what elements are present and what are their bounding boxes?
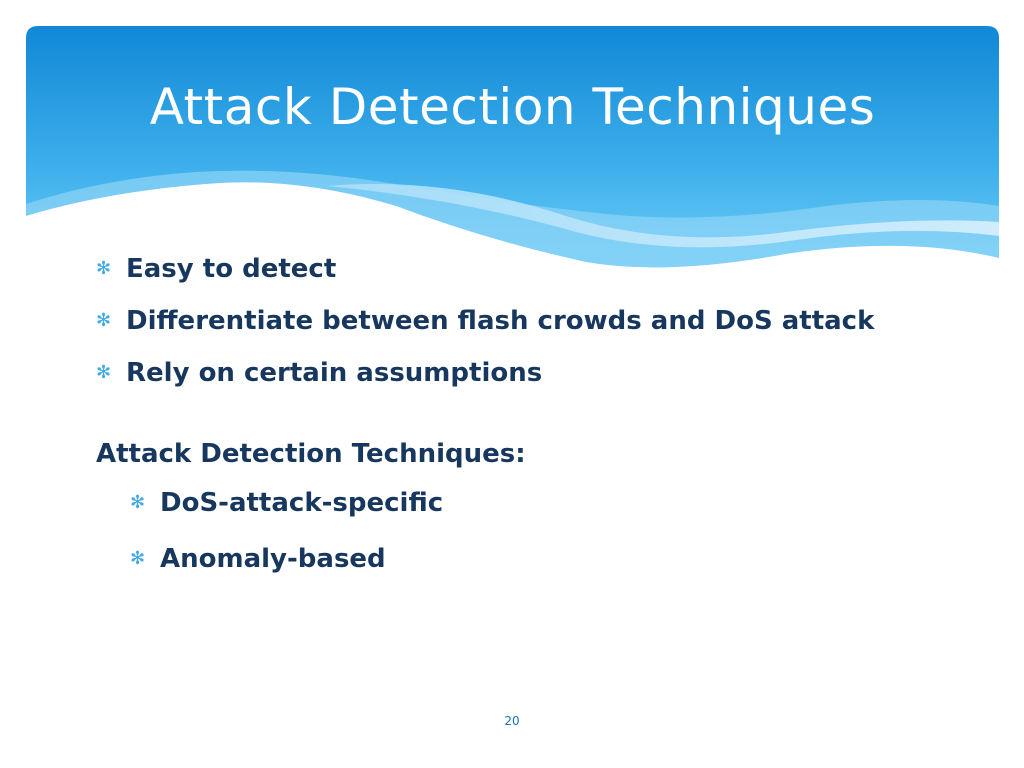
section-subheading: Attack Detection Techniques: [96, 439, 526, 469]
list-item: ✻ Differentiate between flash crowds and… [96, 300, 896, 342]
bullet-list: ✻ Easy to detect ✻ Differentiate between… [96, 248, 896, 394]
wave-banner-graphic [26, 26, 999, 286]
sub-bullet-list: ✻ DoS-attack-specific ✻ Anomaly-based [96, 482, 896, 580]
asterisk-icon: ✻ [96, 310, 112, 331]
page-number: 20 [504, 714, 520, 728]
list-item: ✻ Anomaly-based [130, 538, 896, 580]
slide-title: Attack Detection Techniques [149, 78, 876, 136]
bullet-text: DoS-attack-specific [160, 488, 444, 518]
bullet-text: Anomaly-based [160, 544, 386, 574]
asterisk-icon: ✻ [130, 492, 146, 513]
asterisk-icon: ✻ [96, 362, 112, 383]
slide-body: ✻ Easy to detect ✻ Differentiate between… [96, 248, 896, 594]
asterisk-icon: ✻ [96, 258, 112, 279]
title-banner: Attack Detection Techniques [26, 26, 999, 286]
bullet-text: Easy to detect [126, 254, 337, 284]
bullet-text: Rely on certain assumptions [126, 358, 543, 388]
list-item: ✻ Rely on certain assumptions [96, 352, 896, 394]
bullet-text: Differentiate between flash crowds and D… [126, 306, 875, 336]
list-item: ✻ Easy to detect [96, 248, 896, 290]
asterisk-icon: ✻ [130, 548, 146, 569]
list-item: ✻ DoS-attack-specific [130, 482, 896, 524]
